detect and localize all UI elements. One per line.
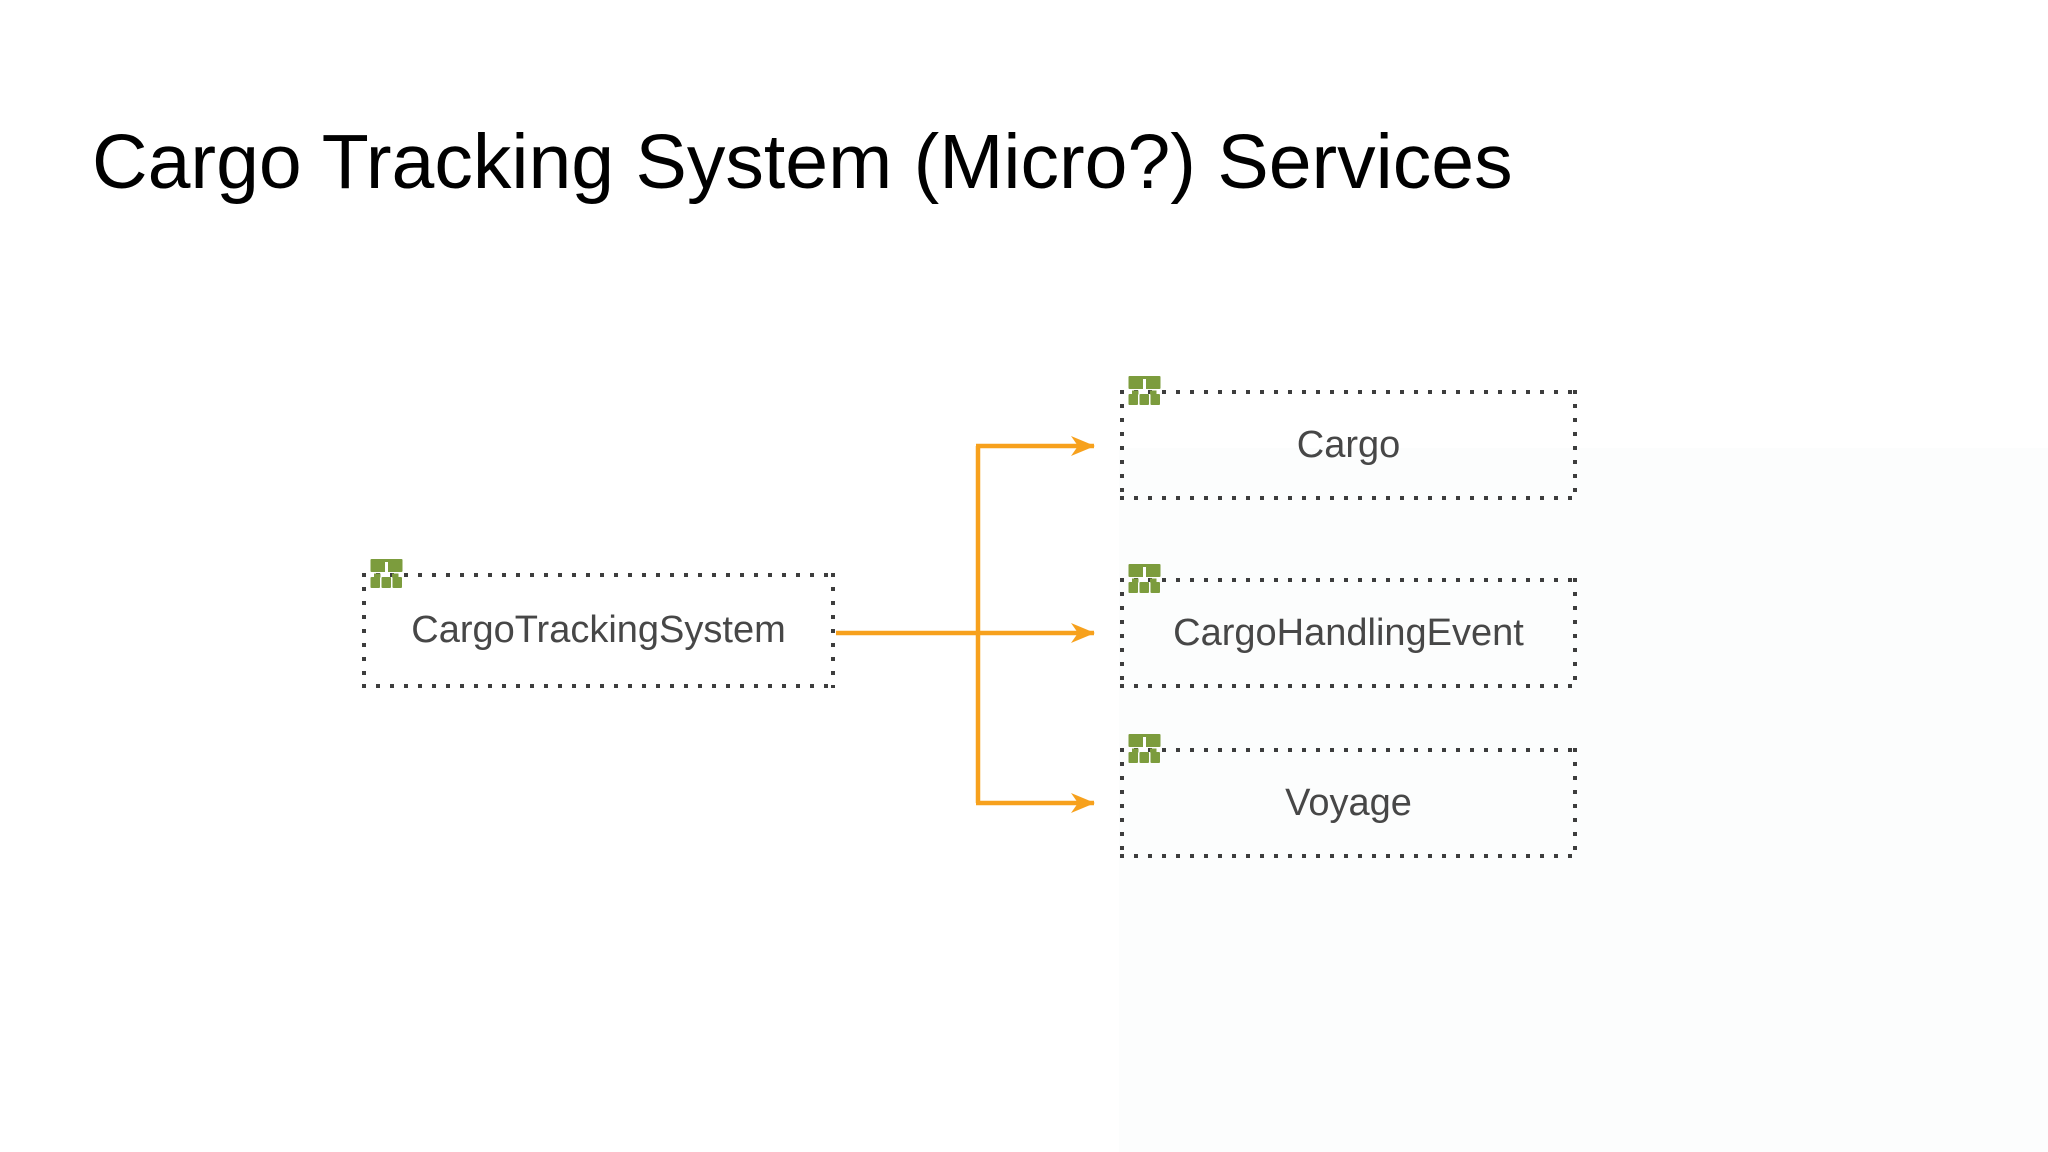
node-cargo-handling-event[interactable]: CargoHandlingEvent bbox=[1120, 564, 1577, 688]
node-label: CargoHandlingEvent bbox=[1173, 611, 1524, 654]
server-farm-icon bbox=[1128, 376, 1161, 405]
server-farm-icon bbox=[1128, 564, 1161, 593]
node-label: Cargo bbox=[1296, 423, 1401, 466]
server-farm-icon bbox=[1128, 734, 1161, 763]
page-title: Cargo Tracking System (Micro?) Services bbox=[92, 119, 1513, 205]
node-label: Voyage bbox=[1285, 781, 1412, 824]
node-cargo-tracking-system[interactable]: CargoTrackingSystem bbox=[362, 559, 835, 688]
node-label: CargoTrackingSystem bbox=[411, 609, 786, 651]
node-cargo[interactable]: Cargo bbox=[1120, 376, 1577, 500]
server-farm-icon bbox=[370, 559, 403, 588]
node-voyage[interactable]: Voyage bbox=[1120, 734, 1577, 858]
